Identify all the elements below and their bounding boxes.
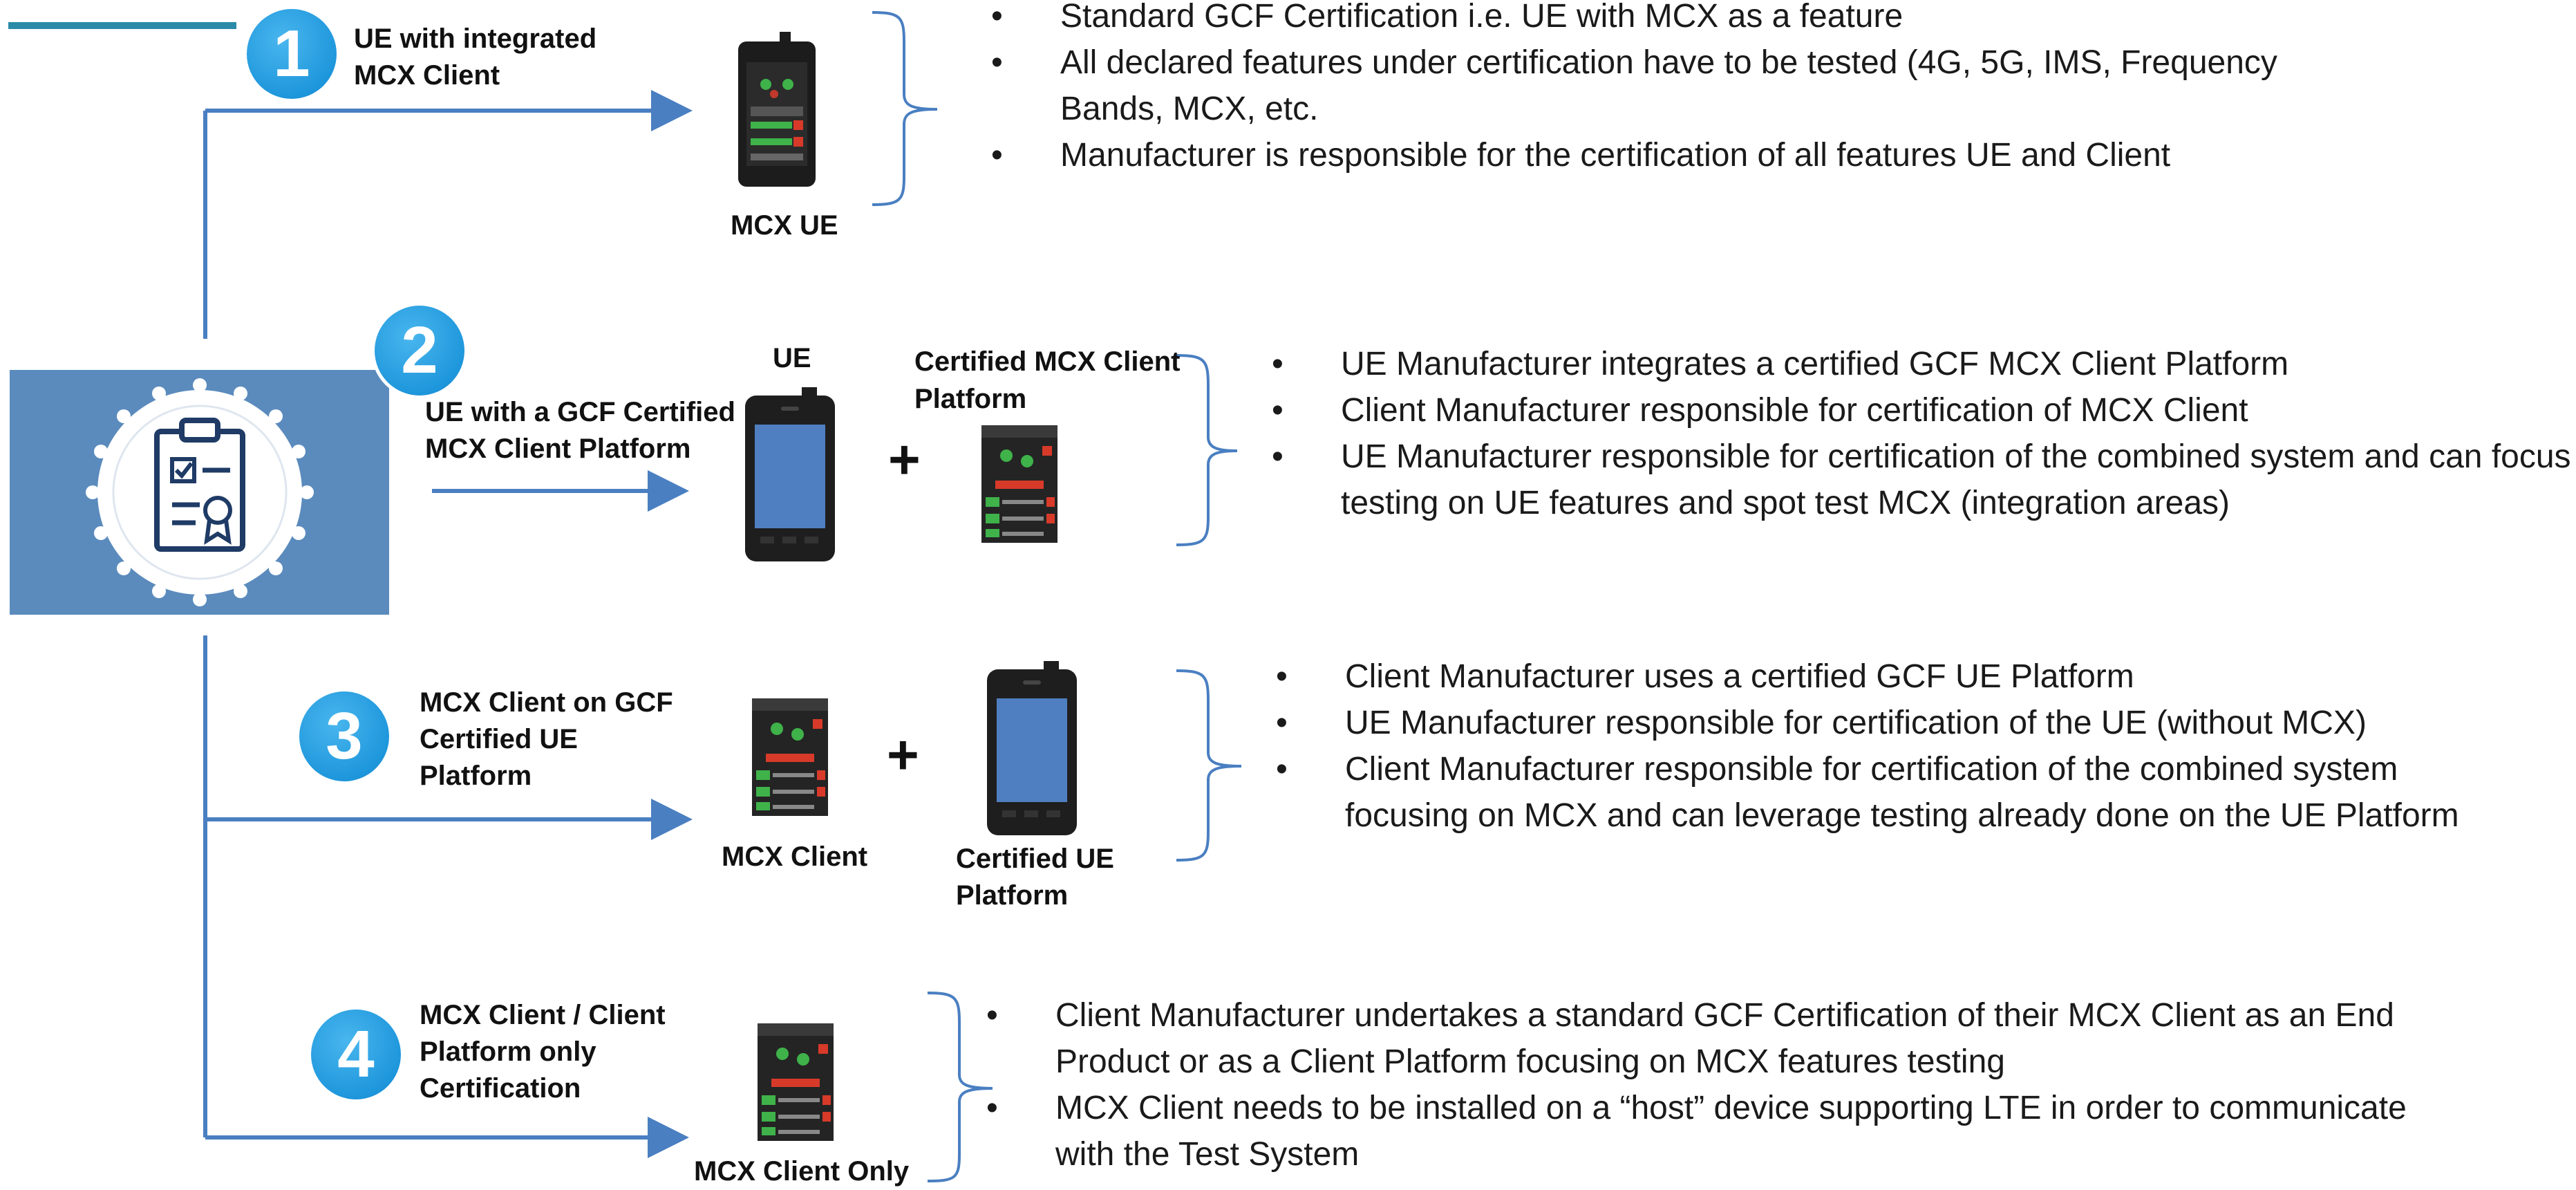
certified-client-platform-image (981, 425, 1057, 543)
mcx-ue-device-image (738, 32, 816, 187)
certificate-clipboard-icon (86, 378, 314, 606)
step-badge-4: 4 (308, 1006, 404, 1103)
brace-row-2 (1176, 354, 1238, 546)
bullet-item: MCX Client needs to be installed on a “h… (986, 1085, 2438, 1178)
caption-ue: UE (773, 343, 811, 373)
plus-sign-row-3: + (887, 724, 919, 785)
bullet-item: Client Manufacturer undertakes a standar… (986, 992, 2438, 1085)
certified-ue-platform-image (987, 661, 1077, 835)
caption-certified-mcx-client-platform: Certified MCX Client Platform (914, 346, 1181, 414)
bullet-item: Client Manufacturer uses a certified GCF… (1276, 653, 2520, 700)
brace-row-4 (927, 992, 993, 1182)
step-badge-2: 2 (371, 302, 468, 399)
bullet-item: Client Manufacturer responsible for cert… (1276, 746, 2520, 839)
caption-mcx-ue: MCX UE (731, 210, 838, 241)
step-badge-1: 1 (243, 6, 340, 102)
brace-row-1 (872, 11, 938, 206)
bullet-item: UE Manufacturer integrates a certified G… (1272, 341, 2575, 387)
bullet-item: UE Manufacturer responsible for certific… (1272, 434, 2575, 526)
bullet-item: Client Manufacturer responsible for cert… (1272, 387, 2575, 434)
row-4-bullets: Client Manufacturer undertakes a standar… (986, 992, 2438, 1178)
caption-certified-ue-platform: Certified UE Platform (956, 844, 1114, 911)
mcx-client-device-image (752, 698, 828, 816)
row-3-bullets: Client Manufacturer uses a certified GCF… (1276, 653, 2520, 839)
row-1-bullets: Standard GCF Certification i.e. UE with … (991, 0, 2373, 178)
caption-mcx-client-only: MCX Client Only (694, 1156, 910, 1187)
bullet-item: Standard GCF Certification i.e. UE with … (991, 0, 2373, 39)
brace-row-3 (1176, 669, 1242, 862)
step-badge-3: 3 (296, 688, 393, 785)
certification-hub (10, 370, 389, 615)
caption-mcx-client: MCX Client (722, 842, 868, 872)
ue-device-image (745, 387, 835, 561)
plus-sign-row-2: + (888, 429, 921, 490)
row-2-bullets: UE Manufacturer integrates a certified G… (1272, 341, 2575, 526)
bullet-item: UE Manufacturer responsible for certific… (1276, 700, 2520, 746)
bullet-item: Manufacturer is responsible for the cert… (991, 132, 2373, 178)
mcx-client-only-device-image (758, 1023, 834, 1141)
top-accent-bar (8, 22, 236, 29)
bullet-item: All declared features under certificatio… (991, 39, 2373, 132)
